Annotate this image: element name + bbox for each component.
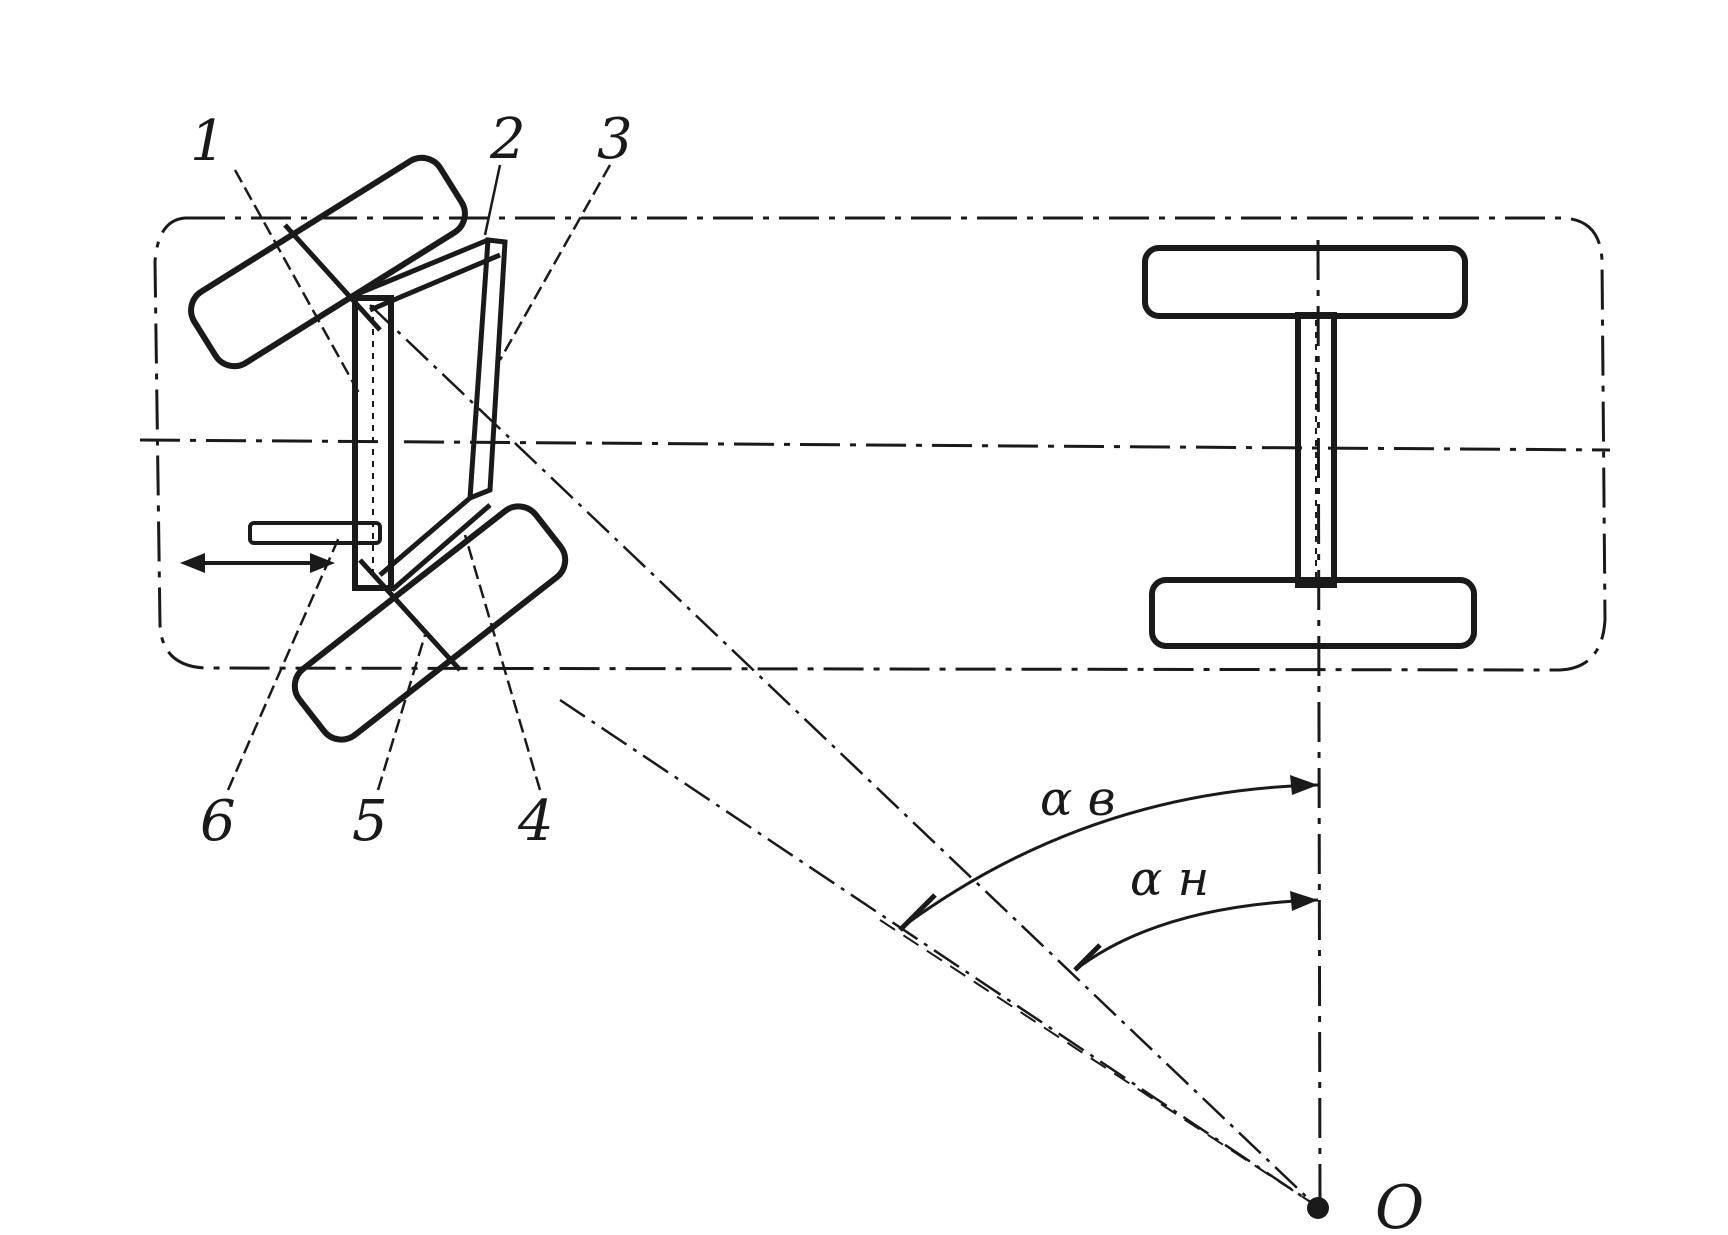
rear-axle-extension-line [1316,239,1322,1211]
leader-line-4 [463,534,542,791]
angle-outer-arc [904,783,1319,927]
drag-link-arrow-head-right [310,553,335,573]
angle-inner-arc [1074,898,1319,972]
rear-wheel-left [1142,245,1468,319]
front-axle [352,295,394,591]
rear-wheel-right [1149,577,1477,649]
angle-inner-tick [1073,943,1102,972]
leader-line-5 [376,634,427,791]
lower-wheel-axis-to-center [559,698,1316,1207]
drag-link-arrow-head-left [180,553,205,573]
front-wheel-lower-axis [358,558,462,672]
angle-inner-arrow-head [1290,891,1318,911]
leader-line-1 [233,169,362,396]
label-turn-center: O [1375,1173,1424,1235]
upper-wheel-axis-to-center [369,304,1316,1206]
longitudinal-centerline [139,438,1611,452]
label-angle-inner: α н [1130,851,1209,907]
leader-line-2 [483,164,502,236]
label-angle-outer: α в [1040,771,1116,827]
label-part-3: 3 [597,107,633,172]
front-wheel-lower [291,503,569,743]
front-wheel-upper-axis [283,223,382,332]
label-part-6: 6 [200,789,236,854]
steering-tie-rod [467,237,508,502]
vehicle-body-outline [153,216,1607,672]
label-part-4: 4 [517,789,554,854]
turn-center-point [1307,1197,1329,1219]
leader-line-3 [498,164,612,361]
upper-steering-arm [354,237,501,313]
label-part-2: 2 [489,107,526,172]
rear-axle [1295,312,1337,588]
lower-steering-arm [378,496,492,592]
leader-line-6 [226,534,342,791]
front-axle-beam [352,295,394,591]
angle-outer-tick [898,893,937,932]
rear-axle-beam [1295,312,1337,588]
wheel-radius-line [879,919,1316,1206]
angle-outer-arrow-head [1290,775,1318,795]
label-part-5: 5 [352,789,388,854]
label-part-1: 1 [190,109,226,174]
drag-link [248,521,382,545]
